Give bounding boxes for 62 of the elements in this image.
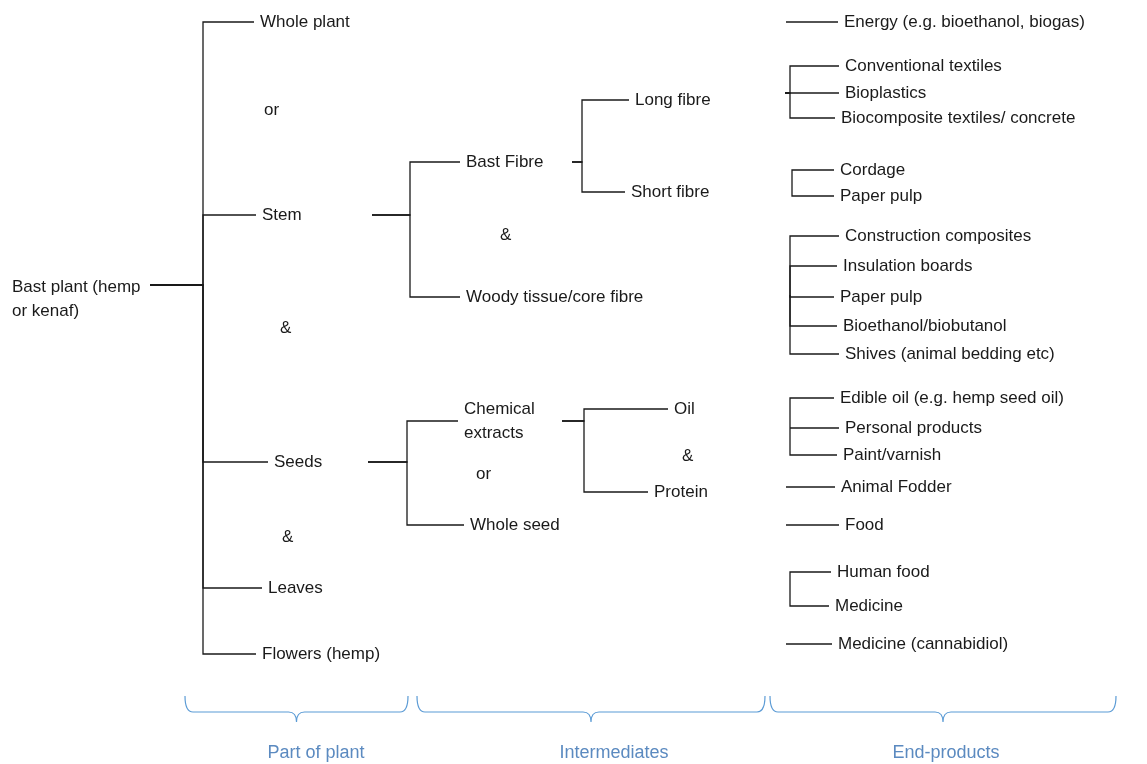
end-product-text: Insulation boards [837,253,979,279]
intermediate-text: Whole seed [464,512,566,538]
end-product-text: Bioethanol/biobutanol [837,313,1013,339]
tree-connector [561,420,649,493]
end-product-text: Edible oil (e.g. hemp seed oil) [834,385,1070,411]
tree-connector [784,92,836,119]
conjunction-text: & [282,526,294,548]
tree-connector [371,214,461,298]
tree-connector [785,643,833,645]
plant-part-text: Leaves [262,575,329,601]
end-product-text: Animal Fodder [835,474,958,500]
column-heading: End-products [892,741,1000,763]
end-product-text: Construction composites [839,223,1038,249]
end-product-text: Paint/varnish [837,442,948,468]
end-product-text: Energy (e.g. bioethanol, biogas) [838,9,1091,35]
end-product-text: Cordage [834,157,912,183]
tree-connector [791,169,835,184]
end-product-text: Human food [831,559,936,585]
intermediate-text: Short fibre [625,179,716,205]
end-product-text: Food [839,512,890,538]
end-product-text: Conventional textiles [839,53,1008,79]
conjunction-text: & [500,224,512,246]
conjunction-text: & [280,317,292,339]
tree-connector [791,182,835,197]
plant-part-text: Flowers (hemp) [256,641,387,667]
conjunction-text: or [476,463,492,485]
intermediate-text: Long fibre [629,87,717,113]
tree-connector [785,486,836,488]
tree-connector [571,161,626,193]
column-heading: Intermediates [559,741,669,763]
end-product-text: Paper pulp [834,183,929,209]
intermediate-text: Woody tissue/core fibre [460,284,650,310]
intermediate-text: Oil [668,396,701,422]
tree-connector [789,588,830,607]
intermediate-text: Protein [648,479,714,505]
conjunction-text: & [682,445,694,467]
tree-connector [789,397,835,429]
end-product-text: Biocomposite textiles/ concrete [835,105,1082,131]
plant-part-text: Stem [256,202,372,228]
tree-connector [149,284,257,655]
tree-connector [789,265,838,296]
end-product-text: Medicine [829,593,910,619]
end-product-text: Medicine (cannabidiol) [832,631,1015,657]
tree-connector [789,427,838,456]
intermediate-text: Chemical extracts [458,396,562,446]
tree-connector [789,571,832,590]
end-product-text: Shives (animal bedding etc) [839,341,1061,367]
plant-part-text: Whole plant [254,9,356,35]
tree-connector [785,21,839,23]
tree-connector [785,524,840,526]
column-heading: Part of plant [267,741,365,763]
tree-connector [789,427,840,429]
tree-connector [789,294,835,298]
conjunction-text: or [264,99,280,121]
plant-part-text: Seeds [268,449,368,475]
tree-connector [789,294,840,355]
intermediate-text: Bast Fibre [460,149,572,175]
plant-name: Bast plant (hemp or kenaf) [6,274,150,324]
end-product-text: Bioplastics [839,80,933,106]
tree-connector [367,461,465,526]
end-product-text: Personal products [839,415,989,441]
end-product-text: Paper pulp [834,284,929,310]
